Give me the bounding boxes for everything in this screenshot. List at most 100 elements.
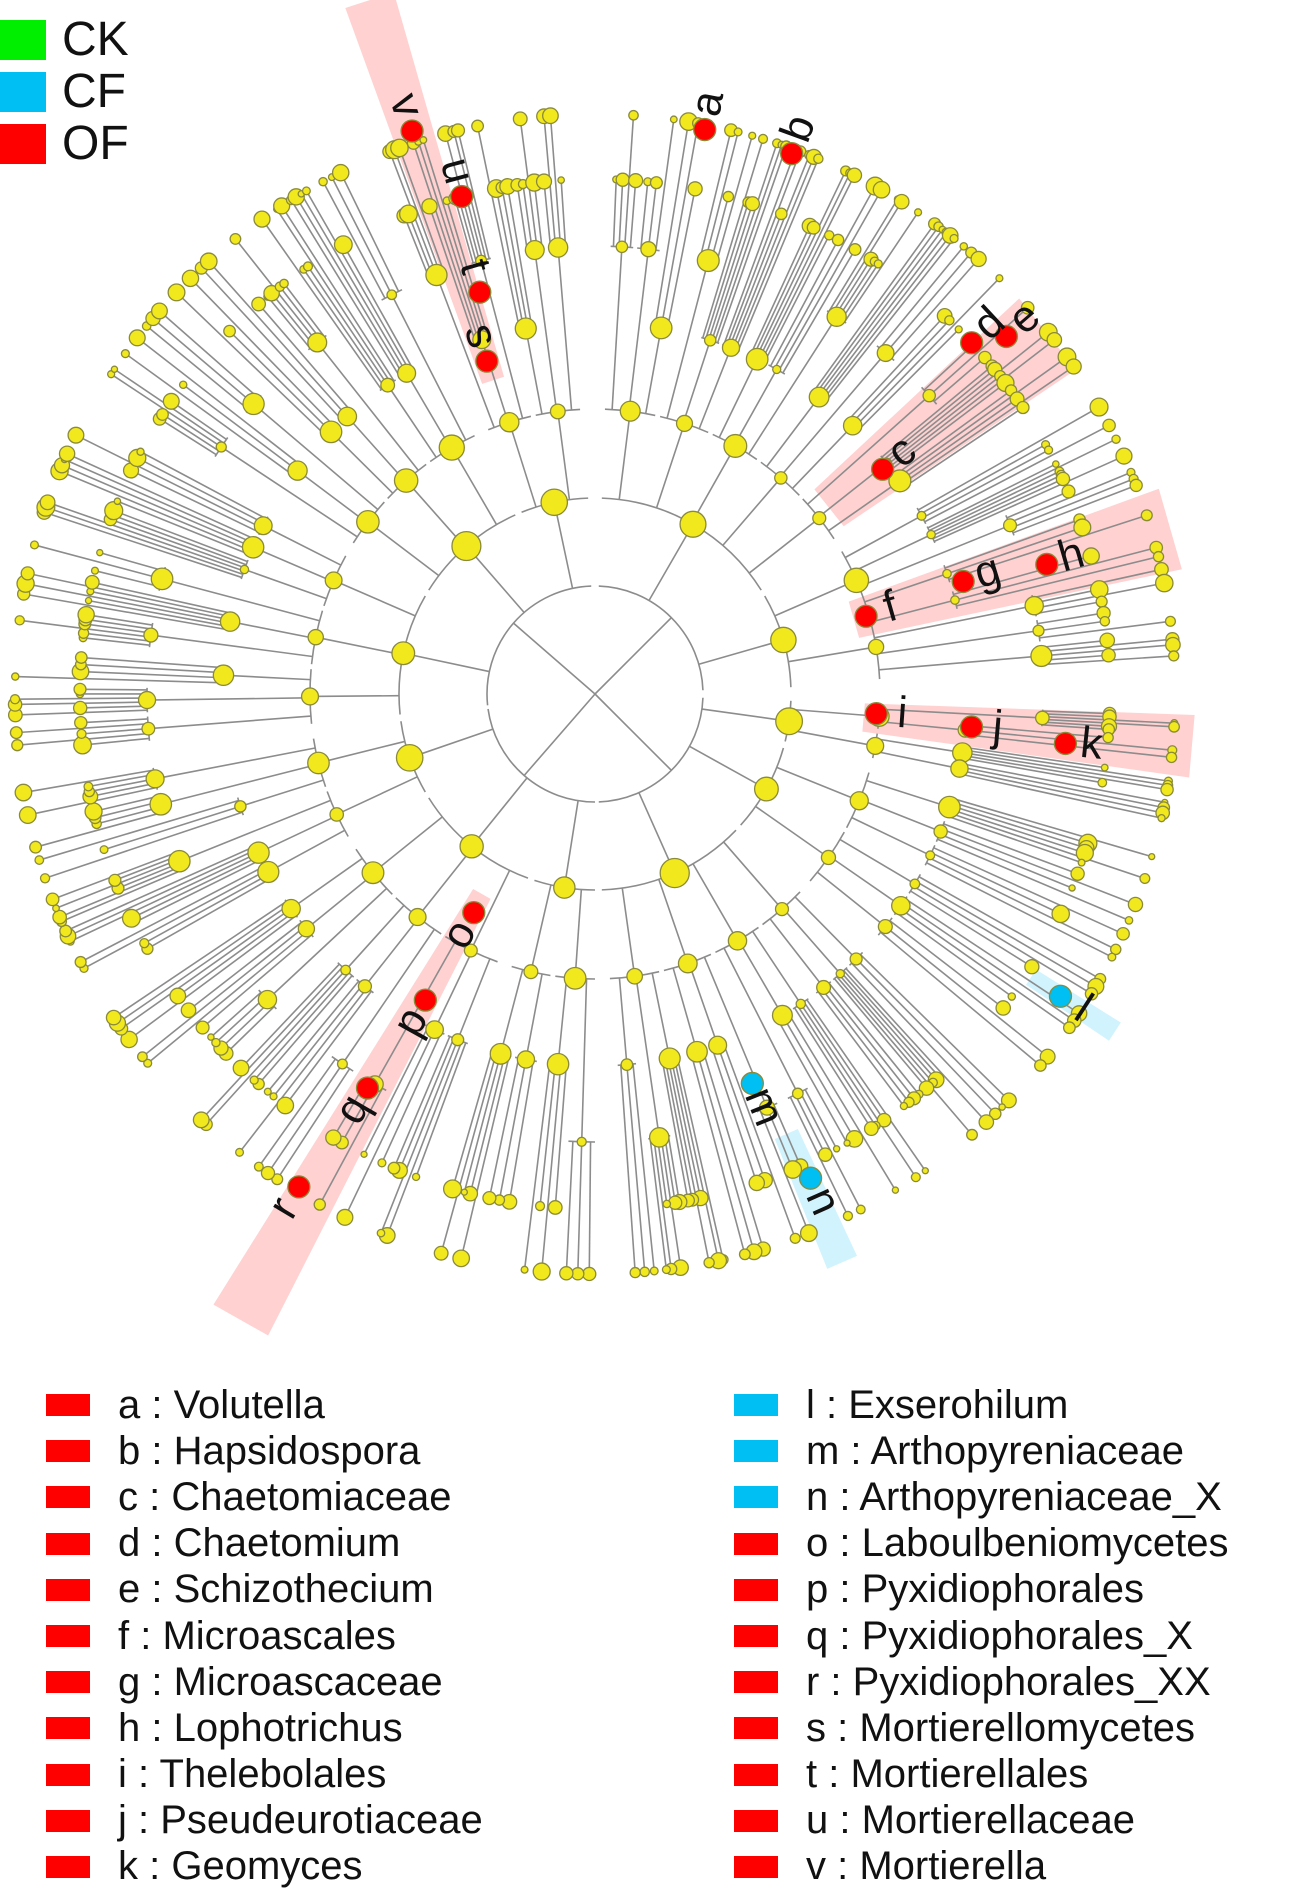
key-item-m: m : Arthopyreniaceae	[734, 1428, 1229, 1474]
taxon-node	[876, 1112, 892, 1128]
branch-line	[748, 316, 838, 455]
branch-line	[926, 862, 1113, 958]
taxon-node	[219, 611, 241, 632]
branch-line	[946, 815, 1082, 864]
branch-line	[960, 762, 1165, 804]
key-label-i: i : Thelebolales	[118, 1752, 387, 1797]
taxon-node	[67, 426, 85, 444]
taxon-node	[626, 967, 644, 985]
taxon-node	[1000, 1092, 1017, 1109]
key-item-h: h : Lophotrichus	[46, 1705, 483, 1751]
branch-line	[540, 1064, 562, 1272]
key-swatch-d	[46, 1532, 90, 1555]
branch-line	[92, 581, 233, 615]
key-swatch-r	[734, 1671, 778, 1694]
taxon-node	[84, 802, 103, 821]
branch-line	[223, 674, 311, 681]
branch-line	[725, 151, 801, 347]
taxon-node	[10, 672, 20, 681]
key-item-k: k : Geomyces	[46, 1844, 483, 1890]
taxon-node	[357, 979, 373, 994]
branch-line	[760, 174, 856, 362]
branch-line	[846, 315, 946, 422]
branch-line	[629, 180, 637, 248]
taxon-node	[271, 1173, 284, 1186]
taxon-node	[1111, 434, 1121, 444]
branch-line	[27, 572, 232, 618]
branch-line	[316, 341, 419, 471]
branch-line	[319, 1087, 384, 1205]
branch-line	[933, 356, 986, 402]
branch-line	[229, 620, 316, 640]
taxon-node	[329, 807, 345, 822]
taxon-node	[926, 529, 936, 540]
key-swatch-n	[734, 1486, 778, 1509]
branch-line	[670, 1057, 702, 1199]
branch-line	[162, 413, 220, 452]
biomarker-node-u	[450, 184, 474, 209]
key-item-v: v : Mortierella	[734, 1844, 1229, 1890]
branch-line	[704, 202, 750, 340]
branch-line	[161, 578, 320, 622]
branch-line	[560, 180, 567, 248]
legend-item-of: OF	[0, 118, 129, 170]
taxon-node	[149, 792, 173, 816]
branch-line	[440, 1052, 498, 1254]
taxon-node	[1157, 813, 1166, 823]
taxon-node	[377, 1158, 387, 1168]
taxon-node	[336, 1208, 354, 1226]
branch-line	[898, 907, 1070, 1029]
branch-line	[696, 1051, 755, 1252]
taxon-node	[472, 330, 492, 350]
taxon-node	[105, 1009, 122, 1026]
taxon-node	[241, 535, 265, 559]
branch-line	[82, 637, 150, 646]
biomarker-node-d	[959, 331, 984, 355]
branch-line	[64, 458, 256, 545]
branch-line	[94, 569, 161, 588]
taxon-node	[799, 1224, 818, 1243]
branch-line	[158, 310, 260, 399]
taxon-node	[817, 1147, 833, 1162]
taxon-node	[1065, 358, 1082, 375]
branch-line	[344, 1029, 436, 1218]
legend-label-ck: CK	[62, 13, 129, 66]
taxon-node	[178, 380, 188, 390]
branch-line	[506, 186, 533, 328]
branch-line	[258, 814, 338, 854]
branch-line	[530, 884, 552, 972]
branch-line	[1035, 600, 1102, 615]
taxon-node	[96, 548, 104, 557]
taxon-node	[708, 1035, 728, 1055]
branch-line	[949, 804, 1087, 849]
branch-line	[654, 121, 690, 327]
taxon-node	[658, 1047, 681, 1070]
branch-line	[258, 303, 353, 413]
branch-line	[878, 720, 966, 731]
taxon-node	[1102, 418, 1116, 433]
taxon-node	[1148, 852, 1156, 861]
branch-line	[752, 227, 815, 358]
branch-line	[258, 975, 353, 1085]
taxon-node	[520, 1265, 529, 1274]
branch-line	[372, 816, 443, 874]
taxon-node	[39, 873, 51, 884]
branch-line	[889, 920, 1004, 1009]
branch-line	[512, 622, 596, 695]
taxon-node	[34, 855, 45, 866]
branch-line	[80, 865, 266, 963]
branch-line	[901, 902, 1075, 1022]
branch-line	[786, 1011, 897, 1191]
taxon-node	[1154, 573, 1174, 593]
taxon-node	[848, 243, 862, 256]
branch-line	[804, 1089, 838, 1150]
branch-line	[143, 873, 270, 944]
branch-line	[791, 425, 854, 490]
key-label-v: v : Mortierella	[806, 1844, 1047, 1889]
branch-line	[793, 1007, 873, 1130]
taxon-node	[1164, 615, 1177, 627]
branch-line	[533, 182, 543, 250]
branch-line	[113, 509, 248, 563]
